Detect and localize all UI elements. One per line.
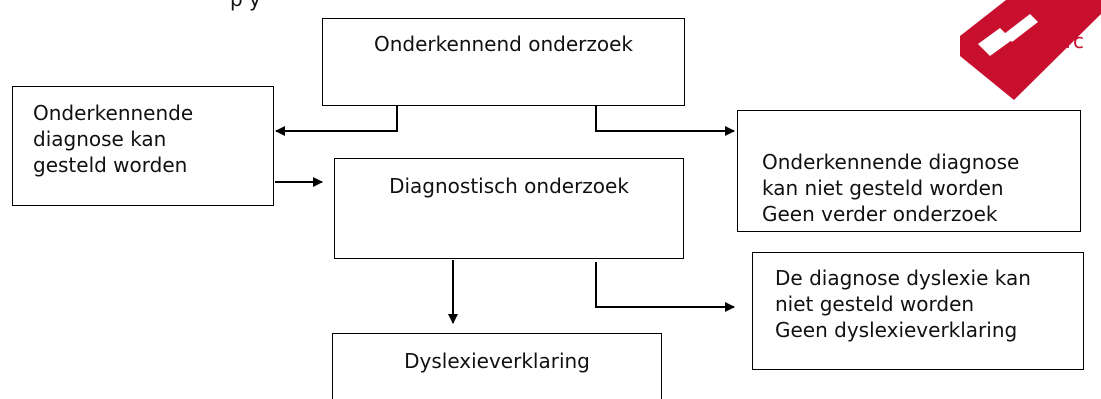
box-line: Onderkennende (33, 101, 194, 125)
cropped-heading-text: p y (230, 0, 261, 12)
box-line: Geen dyslexieverklaring (775, 318, 1018, 342)
box-diagnose-kan-niet-gesteld: Onderkennende diagnose kan niet gesteld … (737, 110, 1081, 232)
arrow-to-dyslexie-kan-niet (595, 262, 735, 312)
box-line: diagnose kan (33, 127, 167, 151)
arrow-to-diagnose-kan-niet (595, 106, 735, 136)
logo-stripe (1004, 14, 1038, 42)
box-line: kan niet gesteld worden (762, 176, 1004, 200)
box-onderkennend-onderzoek: Onderkennend onderzoek (322, 18, 685, 106)
box-dyslexieverklaring: Dyslexieverklaring (332, 333, 662, 399)
logo-text: arc (1053, 29, 1084, 53)
box-line: niet gesteld worden (775, 292, 975, 316)
box-line: gesteld worden (33, 153, 188, 177)
box-dyslexie-kan-niet-gesteld: De diagnose dyslexie kan niet gesteld wo… (752, 252, 1084, 370)
logo-shape (960, 0, 1101, 100)
box-line: Dyslexieverklaring (404, 349, 590, 373)
box-diagnose-kan-gesteld: Onderkennende diagnose kan gesteld worde… (12, 86, 274, 206)
box-line: De diagnose dyslexie kan (775, 266, 1031, 290)
logo-icon: arc (960, 0, 1101, 100)
box-line: Geen verder onderzoek (762, 202, 998, 226)
logo-stripe (978, 28, 1012, 56)
box-line: Onderkennend onderzoek (374, 32, 633, 56)
box-line: Diagnostisch onderzoek (389, 174, 629, 198)
box-diagnostisch-onderzoek: Diagnostisch onderzoek (334, 158, 684, 259)
box-line: Onderkennende diagnose (762, 150, 1020, 174)
arrow-to-diagnose-kan (275, 106, 398, 136)
